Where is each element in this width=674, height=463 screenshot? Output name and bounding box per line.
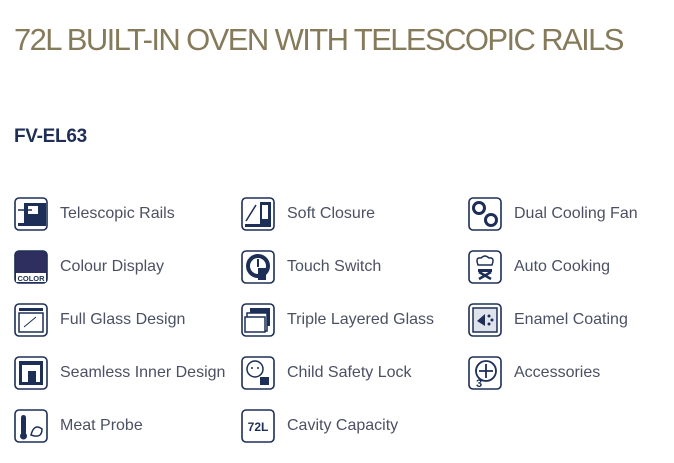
svg-text:3: 3 (476, 378, 482, 390)
feature-item: 3 Accessories (468, 355, 600, 391)
feature-item: Seamless Inner Design (14, 355, 225, 391)
svg-text:72L: 72L (248, 420, 269, 434)
feature-label: Auto Cooking (514, 258, 611, 275)
model-number: FV-EL63 (14, 126, 87, 147)
feature-item: Meat Probe (14, 408, 143, 444)
child-lock-icon (241, 356, 275, 390)
meat-probe-icon (14, 409, 48, 443)
feature-label: Cavity Capacity (287, 417, 399, 434)
telescopic-rails-icon (14, 197, 48, 231)
feature-label: Touch Switch (287, 258, 382, 275)
feature-item: Dual Cooling Fan (468, 196, 638, 232)
svg-text:COLOR: COLOR (17, 274, 45, 283)
feature-item: Enamel Coating (468, 302, 628, 338)
feature-item: Telescopic Rails (14, 196, 175, 232)
feature-item: COLOR Colour Display (14, 249, 164, 285)
page-title: 72L BUILT-IN OVEN WITH TELESCOPIC RAILS (14, 22, 624, 57)
soft-closure-icon (241, 197, 275, 231)
feature-label: Accessories (514, 364, 601, 381)
feature-item: Touch Switch (241, 249, 381, 285)
feature-item: Child Safety Lock (241, 355, 412, 391)
feature-label: Seamless Inner Design (60, 364, 226, 381)
feature-label: Colour Display (60, 258, 165, 275)
touch-switch-icon (241, 250, 275, 284)
feature-item: Full Glass Design (14, 302, 185, 338)
feature-label: Telescopic Rails (60, 205, 175, 222)
feature-label: Full Glass Design (60, 311, 186, 328)
feature-item: Triple Layered Glass (241, 302, 434, 338)
feature-item: Auto Cooking (468, 249, 610, 285)
feature-label: Enamel Coating (514, 311, 628, 328)
enamel-coating-icon (468, 303, 502, 337)
full-glass-icon (14, 303, 48, 337)
feature-label: Soft Closure (287, 205, 376, 222)
colour-display-icon: COLOR (14, 250, 48, 284)
feature-label: Meat Probe (60, 417, 143, 434)
accessories-icon: 3 (468, 356, 502, 390)
triple-glass-icon (241, 303, 275, 337)
feature-label: Triple Layered Glass (287, 311, 435, 328)
chef-hat-icon (468, 250, 502, 284)
feature-item: Soft Closure (241, 196, 375, 232)
capacity-icon: 72L (241, 409, 275, 443)
feature-label: Dual Cooling Fan (514, 205, 638, 222)
feature-label: Child Safety Lock (287, 364, 412, 381)
dual-fan-icon (468, 197, 502, 231)
seamless-inner-icon (14, 356, 48, 390)
feature-item: 72L Cavity Capacity (241, 408, 398, 444)
